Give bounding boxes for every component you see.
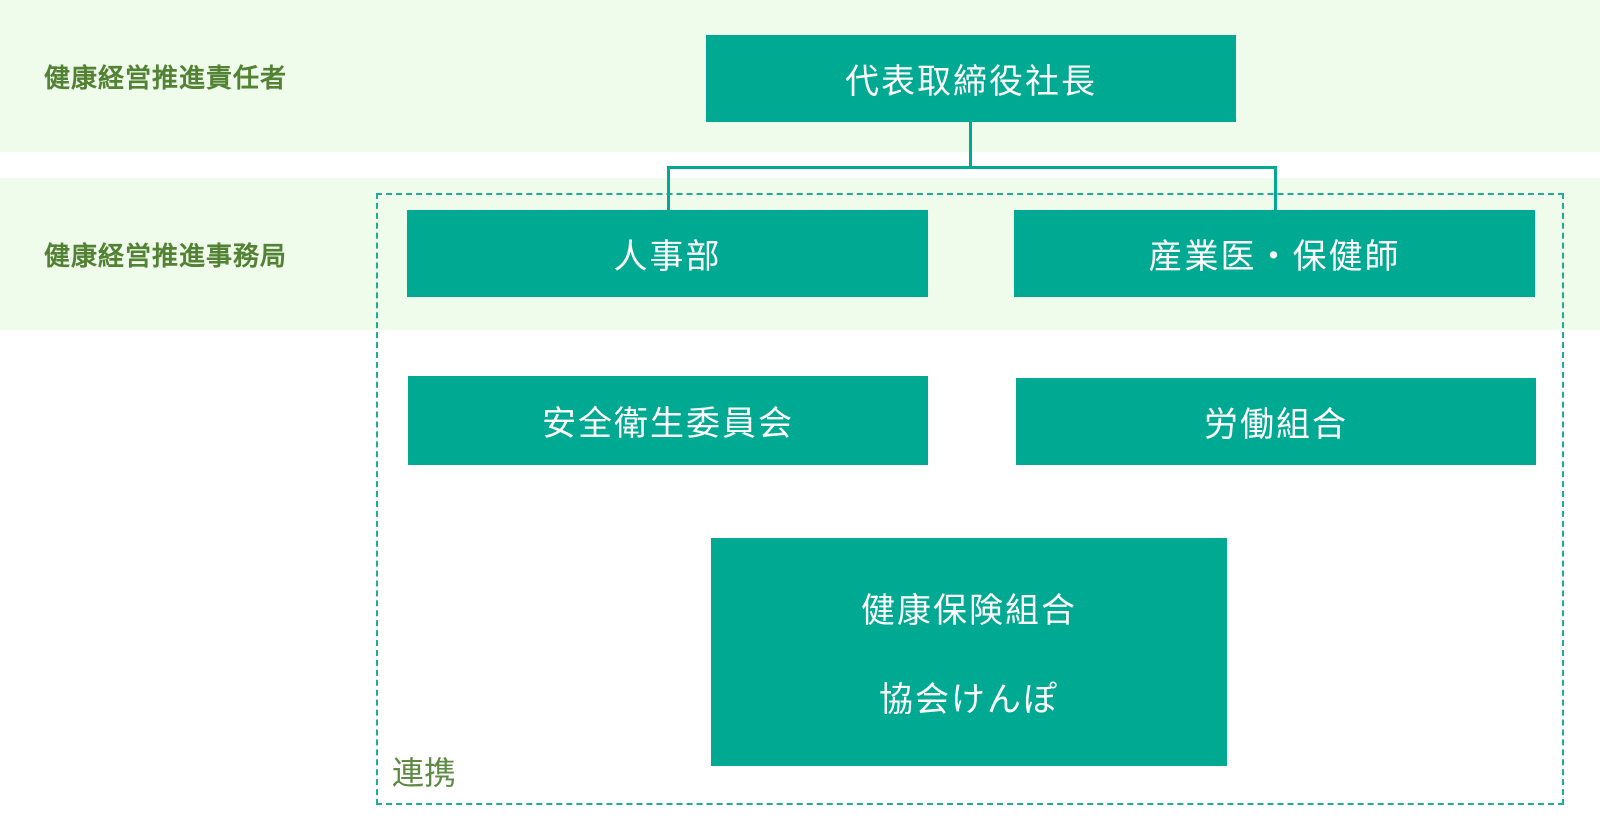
node-ceo: 代表取締役社長 <box>706 35 1236 122</box>
node-safety-label: 安全衛生委員会 <box>542 404 794 444</box>
node-union: 労働組合 <box>1016 378 1536 465</box>
role-label-office: 健康経営推進事務局 <box>44 242 288 272</box>
node-hr-label: 人事部 <box>613 237 722 277</box>
node-insurance: 健康保険組合 協会けんぽ <box>711 538 1227 766</box>
node-insurance-label-1: 健康保険組合 <box>861 591 1077 631</box>
connector-vertical-hr <box>667 166 670 210</box>
connector-horizontal <box>667 166 1277 169</box>
node-safety: 安全衛生委員会 <box>408 376 928 465</box>
role-label-leader: 健康経営推進責任者 <box>44 64 288 94</box>
node-union-label: 労働組合 <box>1204 405 1348 445</box>
node-doctor-label: 産業医・保健師 <box>1148 237 1401 277</box>
connector-vertical-doctor <box>1274 166 1277 210</box>
node-hr: 人事部 <box>407 210 928 297</box>
collaboration-label: 連携 <box>392 754 457 792</box>
node-insurance-label-2: 協会けんぽ <box>879 680 1059 720</box>
connector-vertical-ceo <box>969 122 972 168</box>
collaboration-frame <box>376 193 1564 805</box>
node-ceo-label: 代表取締役社長 <box>845 62 1097 102</box>
node-doctor: 産業医・保健師 <box>1014 210 1535 297</box>
